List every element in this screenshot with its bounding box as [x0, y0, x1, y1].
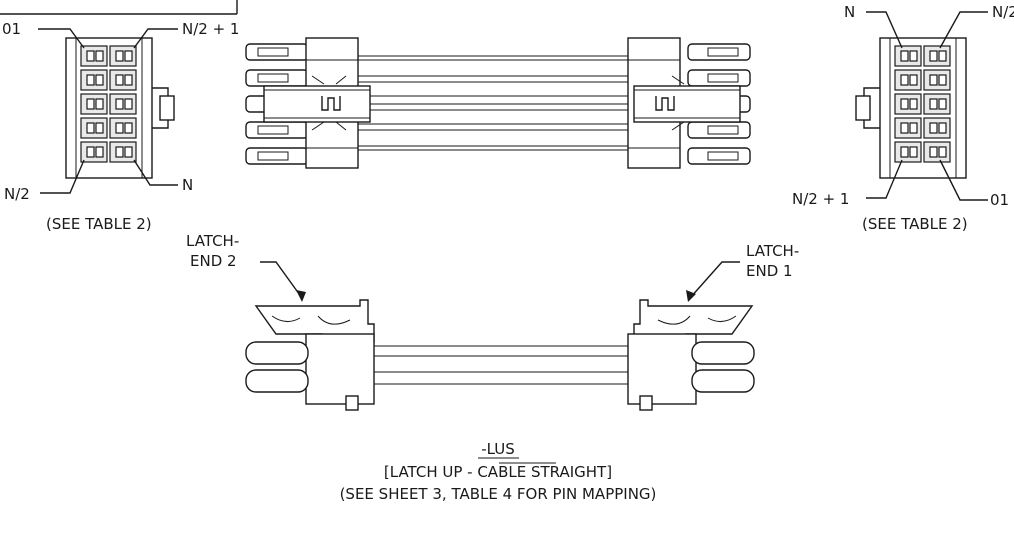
caption-code: -LUS — [481, 440, 515, 458]
label-right-pin-01: 01 — [990, 191, 1009, 209]
label-right-pin-n2-plus-1: N/2 + 1 — [792, 190, 849, 208]
label-right-pin-n2: N/2 — [992, 3, 1014, 21]
label-left-pin-n2: N/2 — [4, 185, 30, 203]
label-right-see-table: (SEE TABLE 2) — [862, 215, 968, 233]
label-right-pin-n: N — [844, 3, 855, 21]
side-cable-view — [245, 261, 755, 411]
label-latch-end2-line2: END 2 — [190, 252, 237, 270]
label-left-pin-n: N — [182, 176, 193, 194]
title-block-corner — [0, 0, 238, 15]
label-latch-end1-line1: LATCH- — [746, 242, 799, 260]
label-latch-end2-line1: LATCH- — [186, 232, 239, 250]
top-cable-view — [245, 37, 751, 169]
caption-line2: (SEE SHEET 3, TABLE 4 FOR PIN MAPPING) — [340, 485, 657, 503]
label-latch-end1-line2: END 1 — [746, 262, 793, 280]
label-left-see-table: (SEE TABLE 2) — [46, 215, 152, 233]
left-connector-face — [38, 28, 178, 194]
caption-line1: [LATCH UP - CABLE STRAIGHT] — [384, 463, 612, 481]
label-left-pin-01: 01 — [2, 20, 21, 38]
label-left-pin-n2-plus-1: N/2 + 1 — [182, 20, 239, 38]
right-connector-face — [855, 11, 988, 201]
